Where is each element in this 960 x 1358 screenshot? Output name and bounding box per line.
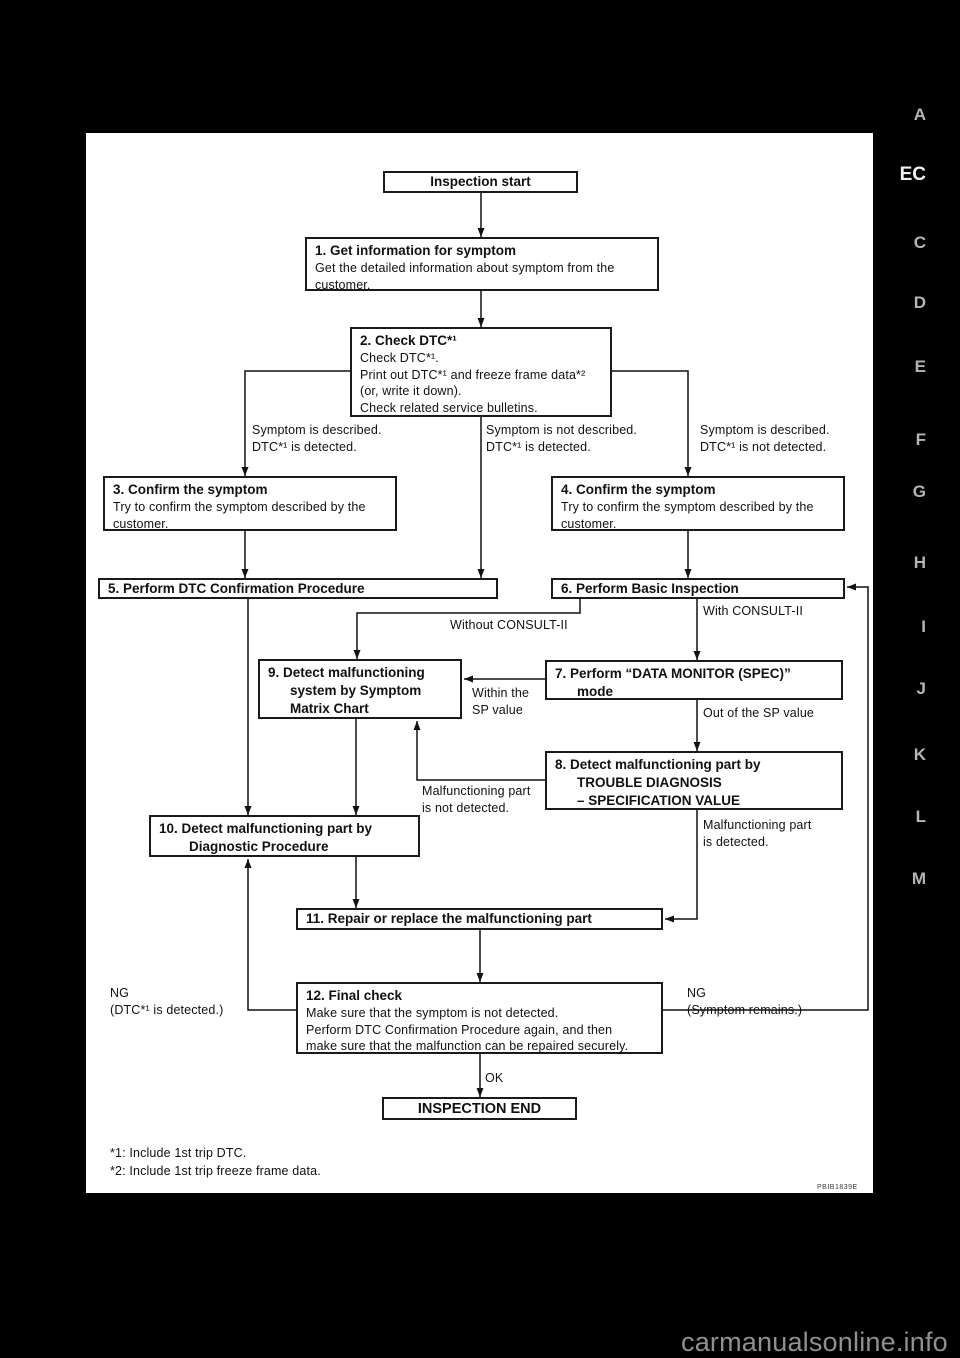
step-box-start: Inspection start bbox=[383, 171, 578, 193]
step-title: Inspection start bbox=[430, 174, 531, 189]
section-tab-e: E bbox=[914, 357, 926, 376]
step-title: 7. Perform “DATA MONITOR (SPEC)” mode bbox=[555, 666, 791, 699]
edge-label-branch-mid: Symptom is not described. DTC*¹ is detec… bbox=[486, 423, 638, 454]
step-box-12: 12. Final check Make sure that the sympt… bbox=[296, 982, 663, 1054]
edge-label-ng-dtc: NG (DTC*¹ is detected.) bbox=[110, 986, 224, 1017]
step-box-2: 2. Check DTC*¹ Check DTC*¹. Print out DT… bbox=[350, 327, 612, 417]
step-title: 1. Get information for symptom bbox=[315, 243, 517, 258]
edge-label-branch-right: Symptom is described. DTC*¹ is not detec… bbox=[700, 423, 830, 454]
step-box-9: 9. Detect malfunctioning system by Sympt… bbox=[258, 659, 462, 719]
section-tab-f: F bbox=[915, 430, 926, 449]
section-tab-h: H bbox=[913, 553, 926, 572]
edge-label-malf-not-detected: Malfunctioning part is not detected. bbox=[422, 784, 531, 815]
step-title: INSPECTION END bbox=[417, 1100, 542, 1117]
edge-label-ok: OK bbox=[485, 1071, 504, 1085]
step-box-3: 3. Confirm the symptom Try to confirm th… bbox=[103, 476, 397, 531]
step-title: 9. Detect malfunctioning system by Sympt… bbox=[268, 665, 425, 716]
section-tab-j: J bbox=[916, 679, 926, 698]
section-tab-m: M bbox=[911, 869, 926, 888]
edge-label-without-consult: Without CONSULT-II bbox=[450, 618, 568, 632]
step-body: Try to confirm the symptom described by … bbox=[561, 500, 814, 531]
section-tab-ec: EC bbox=[899, 164, 926, 185]
section-tab-c: C bbox=[913, 233, 926, 252]
edge-label-ng-symptom: NG (Symptom remains.) bbox=[687, 986, 803, 1017]
section-tab-i: I bbox=[921, 617, 926, 636]
edge-label-branch-left: Symptom is described. DTC*¹ is detected. bbox=[252, 423, 382, 454]
step-title: 5. Perform DTC Confirmation Procedure bbox=[108, 580, 365, 596]
step-body: Try to confirm the symptom described by … bbox=[113, 500, 366, 531]
edge-label-with-consult: With CONSULT-II bbox=[703, 604, 803, 618]
figure-code: PBIB1839E bbox=[817, 1184, 858, 1191]
edge-label-out-of-sp: Out of the SP value bbox=[703, 706, 815, 720]
step-body: Get the detailed information about sympt… bbox=[315, 261, 615, 292]
step-body: Make sure that the symptom is not detect… bbox=[306, 1006, 629, 1053]
step-title: 4. Confirm the symptom bbox=[561, 482, 716, 497]
section-tab-d: D bbox=[913, 293, 926, 312]
step-title: 12. Final check bbox=[306, 988, 403, 1003]
step-title: 11. Repair or replace the malfunctioning… bbox=[306, 911, 592, 926]
watermark-link[interactable]: carmanualsonline.info bbox=[681, 1327, 948, 1357]
edge-label-within-sp: Within the SP value bbox=[472, 686, 530, 717]
section-tab-k: K bbox=[913, 745, 926, 764]
step-box-8: 8. Detect malfunctioning part by TROUBLE… bbox=[545, 751, 843, 810]
step-box-10: 10. Detect malfunctioning part by Diagno… bbox=[149, 815, 420, 857]
step-box-1: 1. Get information for symptom Get the d… bbox=[305, 237, 659, 292]
step-title: 6. Perform Basic Inspection bbox=[561, 580, 739, 596]
step-box-5: 5. Perform DTC Confirmation Procedure bbox=[98, 578, 498, 599]
step-title: 8. Detect malfunctioning part by TROUBLE… bbox=[555, 757, 761, 808]
footnotes: *1: Include 1st trip DTC. *2: Include 1s… bbox=[110, 1146, 321, 1178]
step-box-6: 6. Perform Basic Inspection bbox=[551, 578, 845, 599]
step-box-11: 11. Repair or replace the malfunctioning… bbox=[296, 908, 663, 930]
step-box-4: 4. Confirm the symptom Try to confirm th… bbox=[551, 476, 845, 531]
step-body: Check DTC*¹. Print out DTC*¹ and freeze … bbox=[360, 351, 586, 415]
section-tab-a: A bbox=[913, 105, 926, 124]
edge-label-malf-detected: Malfunctioning part is detected. bbox=[703, 818, 812, 849]
step-title: 2. Check DTC*¹ bbox=[360, 333, 457, 348]
step-box-7: 7. Perform “DATA MONITOR (SPEC)” mode bbox=[545, 660, 843, 700]
step-title: 3. Confirm the symptom bbox=[113, 482, 268, 497]
section-tab-l: L bbox=[915, 807, 926, 826]
step-box-end: INSPECTION END bbox=[382, 1097, 577, 1120]
flowchart-connectors bbox=[241, 193, 869, 1097]
manual-page: Inspection start 1. Get information for … bbox=[86, 133, 873, 1193]
step-title: 10. Detect malfunctioning part by Diagno… bbox=[159, 821, 373, 854]
section-tab-g: G bbox=[912, 482, 926, 501]
